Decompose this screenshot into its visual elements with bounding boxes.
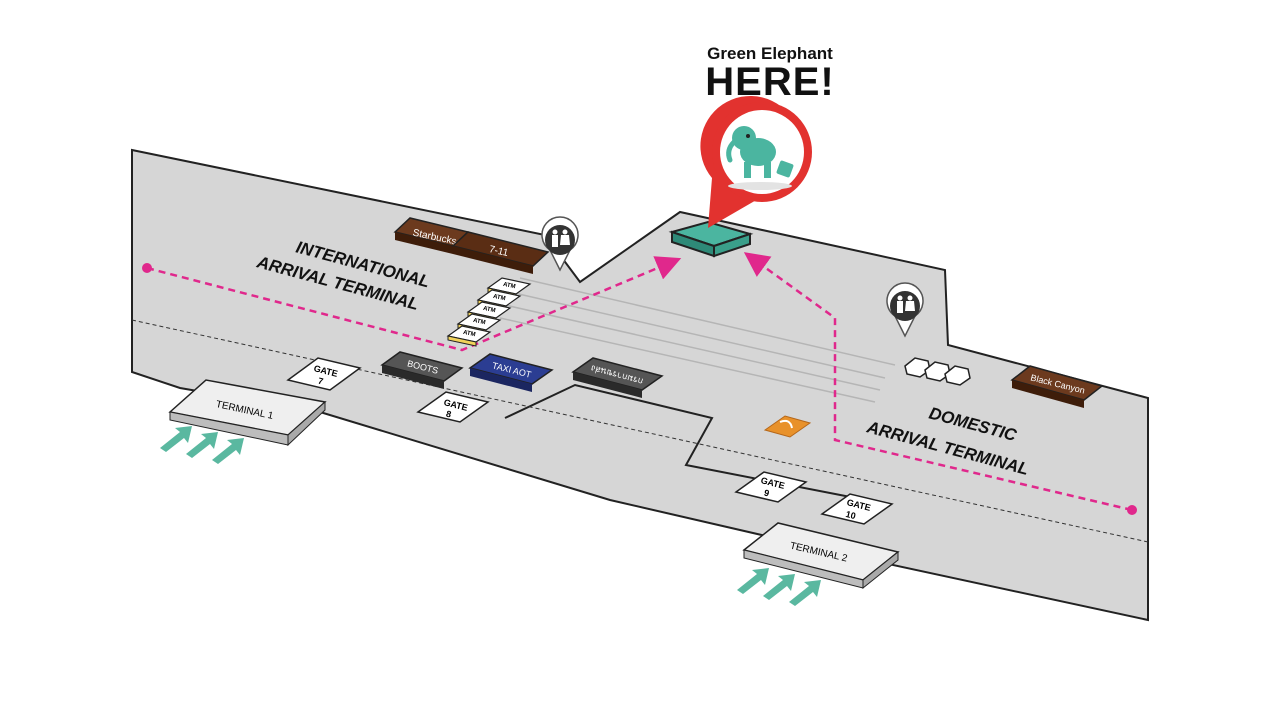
route-domestic: [743, 252, 1137, 515]
green-elephant-location[interactable]: [668, 220, 754, 258]
walkway-lines: [499, 277, 896, 403]
entrance-arrow-icon: [212, 438, 244, 464]
atm-label: ATM: [492, 294, 506, 302]
restroom-pin-icon[interactable]: [886, 282, 924, 338]
gate-8-number: 8: [445, 409, 452, 420]
route-international: [142, 256, 682, 352]
gate-7-number: 7: [317, 376, 324, 387]
transport-department-counter[interactable]: กรมการขนส่ง: [571, 357, 664, 398]
kiosk-cluster: [904, 357, 971, 386]
atm-label: ATM: [502, 282, 516, 290]
atm-stack[interactable]: ATM ATM ATM ATM ATM: [446, 277, 532, 347]
shop-7-11[interactable]: 7-11: [451, 231, 550, 274]
atm-unit: ATM: [446, 325, 492, 347]
location-pin: [700, 95, 812, 229]
shop-black-canyon[interactable]: Black Canyon: [1010, 365, 1104, 408]
business-name: Green Elephant: [707, 44, 833, 63]
gate-10-number: 10: [845, 509, 857, 521]
shop-boots[interactable]: BOOTS: [380, 351, 464, 389]
entrance-arrow-icon: [186, 432, 218, 458]
here-callout: HERE!: [705, 60, 835, 104]
gate-9-number: 9: [763, 488, 770, 499]
entrance-arrow-icon: [763, 574, 795, 600]
terminal-1-entrance-arrows: [160, 426, 244, 464]
entrance-arrow-icon: [160, 426, 192, 452]
terminal-2-entrance-arrows: [737, 568, 821, 606]
elephant-icon: [726, 126, 794, 190]
shop-starbucks[interactable]: Starbucks: [393, 217, 470, 254]
corridor-outline: [504, 383, 867, 501]
atm-label: ATM: [472, 318, 486, 326]
entrance-arrow-icon: [737, 568, 769, 594]
gate-7[interactable]: GATE 7: [286, 357, 362, 391]
taxi-aot-counter[interactable]: TAXI AOT: [468, 353, 554, 392]
sim-card-icon[interactable]: [763, 415, 812, 438]
platform-line: [131, 319, 1149, 543]
atm-label: ATM: [482, 306, 496, 314]
seven-eleven-label: 7-11: [488, 244, 510, 259]
gate-10[interactable]: GATE 10: [820, 493, 894, 525]
gate-8[interactable]: GATE 8: [416, 391, 490, 423]
entrance-arrow-icon: [789, 580, 821, 606]
terminal-1-entrance[interactable]: TERMINAL 1: [168, 379, 327, 447]
atm-label: ATM: [462, 330, 476, 338]
gate-9[interactable]: GATE 9: [734, 471, 808, 503]
restroom-pin-icon[interactable]: [541, 216, 579, 272]
terminal-2-entrance[interactable]: TERMINAL 2: [742, 522, 900, 590]
